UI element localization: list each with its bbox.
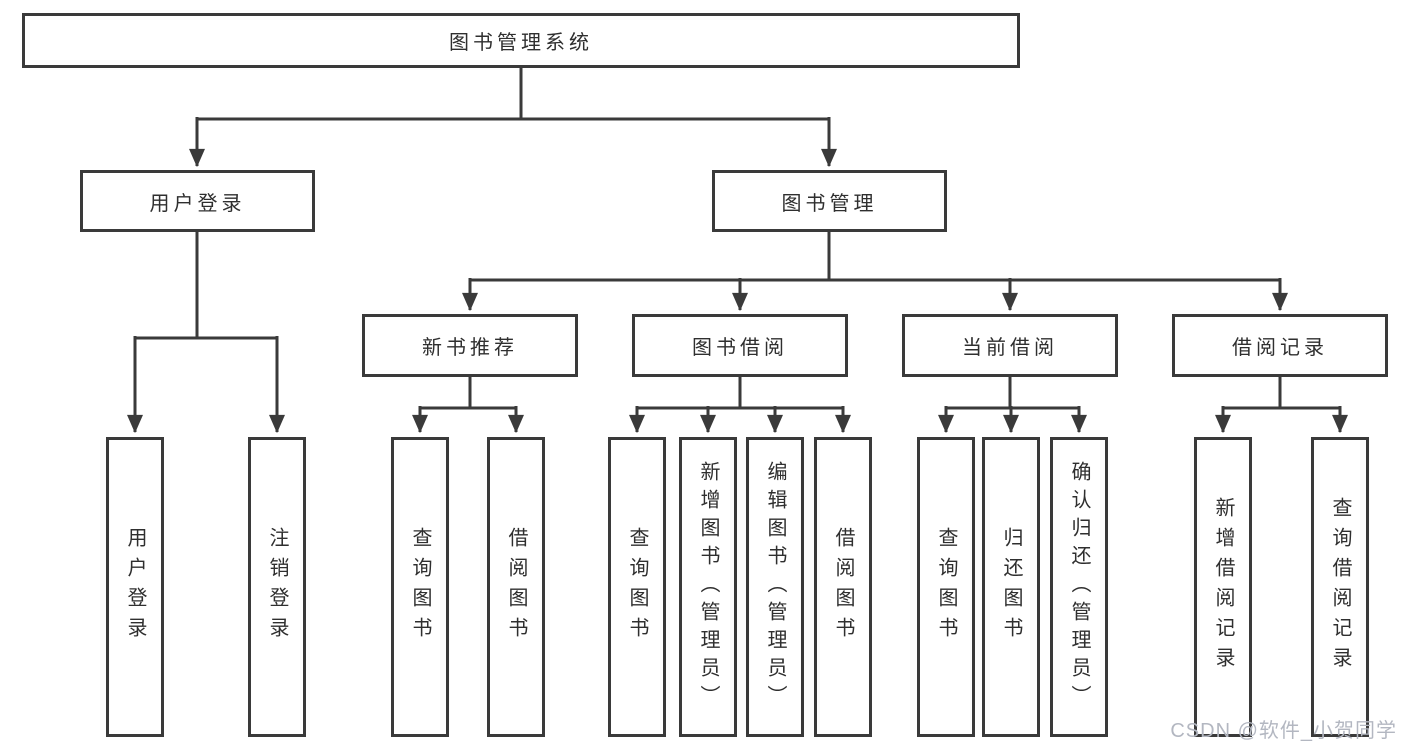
node-leaf-add-books-admin-label: 新增图书（管理员） xyxy=(697,461,719,713)
node-new-book-recommend: 新书推荐 xyxy=(362,314,578,377)
node-user-login: 用户登录 xyxy=(80,170,315,232)
node-book-management: 图书管理 xyxy=(712,170,947,232)
node-leaf-user-login: 用户登录 xyxy=(106,437,164,737)
node-book-management-label: 图书管理 xyxy=(781,192,878,215)
node-book-borrow: 图书借阅 xyxy=(632,314,848,377)
node-borrow-records: 借阅记录 xyxy=(1172,314,1388,377)
node-leaf-query-books-borrow-label: 查询图书 xyxy=(626,527,648,647)
node-leaf-query-books-current: 查询图书 xyxy=(917,437,975,737)
node-leaf-add-borrow-record: 新增借阅记录 xyxy=(1194,437,1252,737)
node-leaf-edit-books-admin: 编辑图书（管理员） xyxy=(746,437,804,737)
node-borrow-records-label: 借阅记录 xyxy=(1232,337,1328,359)
node-current-borrow: 当前借阅 xyxy=(902,314,1118,377)
node-leaf-query-borrow-record-label: 查询借阅记录 xyxy=(1329,497,1351,677)
node-leaf-edit-books-admin-label: 编辑图书（管理员） xyxy=(764,461,786,713)
node-root: 图书管理系统 xyxy=(22,13,1020,68)
node-leaf-return-books-label: 归还图书 xyxy=(1000,527,1022,647)
node-leaf-query-books-recommend-label: 查询图书 xyxy=(409,527,431,647)
node-leaf-add-borrow-record-label: 新增借阅记录 xyxy=(1212,497,1234,677)
node-current-borrow-label: 当前借阅 xyxy=(962,337,1058,359)
node-root-label: 图书管理系统 xyxy=(449,32,593,54)
csdn-watermark: CSDN @软件_小贺同学 xyxy=(1170,720,1397,742)
node-leaf-logout-label: 注销登录 xyxy=(266,527,288,647)
node-leaf-query-borrow-record: 查询借阅记录 xyxy=(1311,437,1369,737)
node-leaf-add-books-admin: 新增图书（管理员） xyxy=(679,437,737,737)
node-leaf-user-login-label: 用户登录 xyxy=(124,527,146,647)
node-new-book-recommend-label: 新书推荐 xyxy=(422,337,518,359)
node-leaf-confirm-return-admin: 确认归还（管理员） xyxy=(1050,437,1108,737)
node-leaf-borrow-books-label: 借阅图书 xyxy=(832,527,854,647)
node-leaf-query-books-recommend: 查询图书 xyxy=(391,437,449,737)
node-leaf-query-books-current-label: 查询图书 xyxy=(935,527,957,647)
node-leaf-borrow-books: 借阅图书 xyxy=(814,437,872,737)
node-leaf-confirm-return-admin-label: 确认归还（管理员） xyxy=(1068,461,1090,713)
node-leaf-borrow-books-recommend-label: 借阅图书 xyxy=(505,527,527,647)
node-leaf-borrow-books-recommend: 借阅图书 xyxy=(487,437,545,737)
node-leaf-query-books-borrow: 查询图书 xyxy=(608,437,666,737)
node-leaf-return-books: 归还图书 xyxy=(982,437,1040,737)
node-leaf-logout: 注销登录 xyxy=(248,437,306,737)
node-user-login-label: 用户登录 xyxy=(149,192,246,215)
node-book-borrow-label: 图书借阅 xyxy=(692,337,788,359)
